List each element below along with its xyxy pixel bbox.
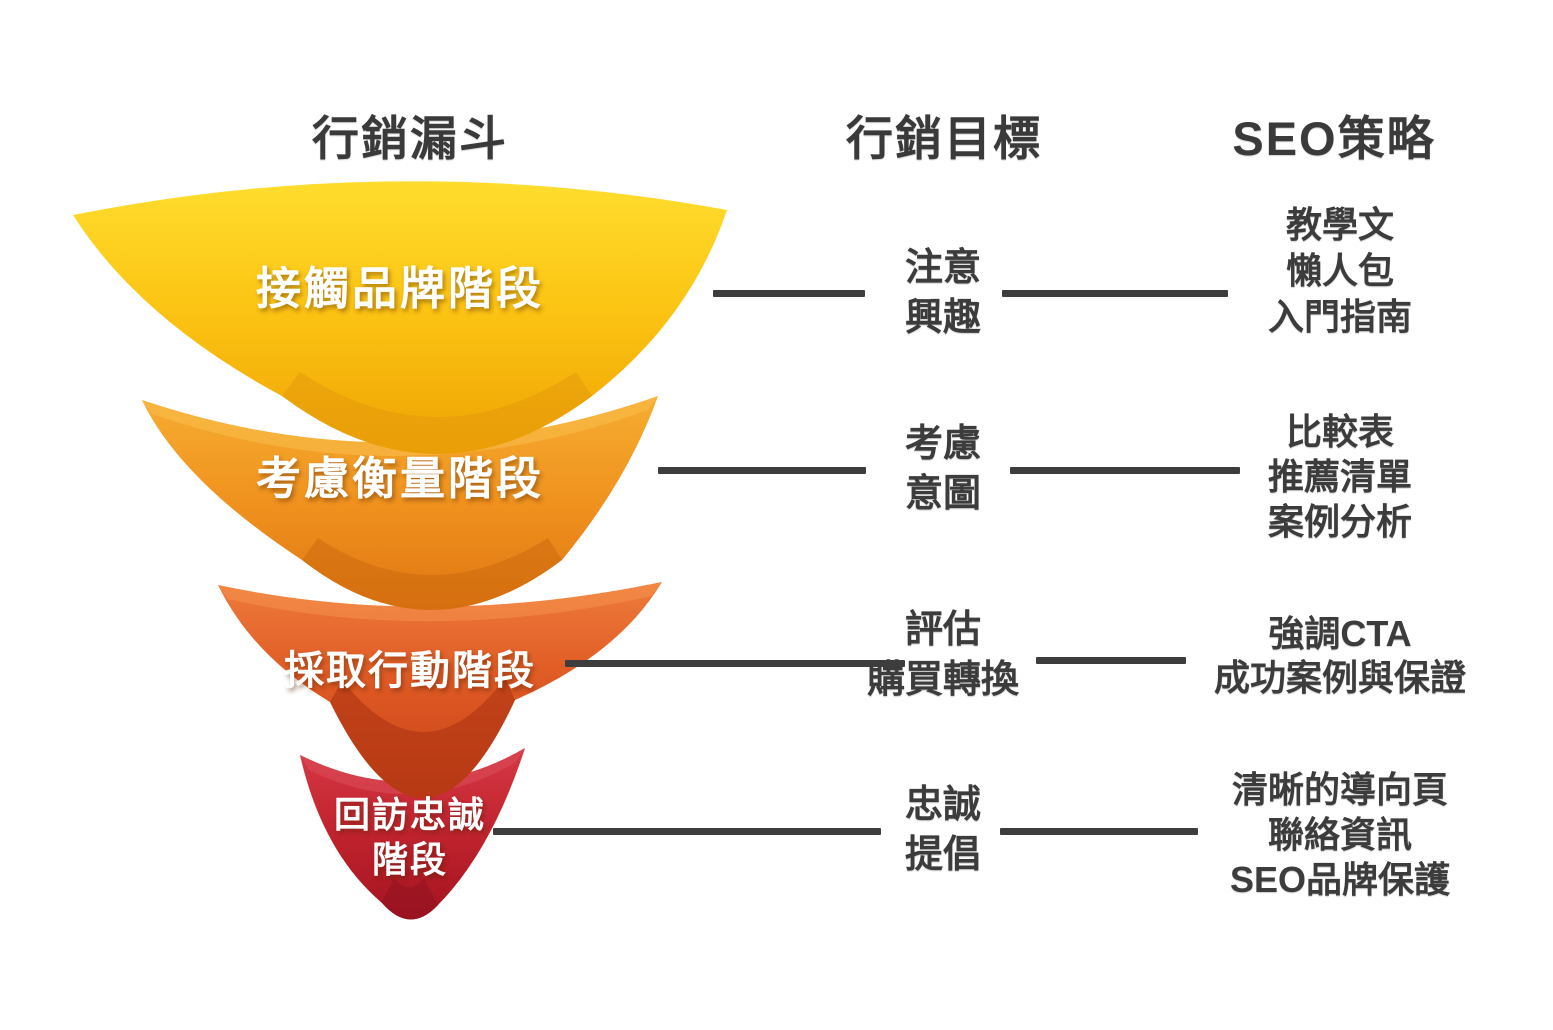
strategy-3-line2: 成功案例與保證 <box>1213 657 1466 698</box>
seo-column-header: SEO策略 <box>1232 112 1436 165</box>
goal-4-line2: 提倡 <box>904 834 981 876</box>
strategy-1-line3: 入門指南 <box>1267 296 1412 337</box>
goal-4: 忠誠 提倡 <box>818 780 1068 880</box>
goal-4-line1: 忠誠 <box>904 784 981 826</box>
strategy-1-line2: 懶人包 <box>1285 250 1394 291</box>
strategy-3: 強調CTA 成功案例與保證 <box>1165 612 1515 700</box>
connector-line-goal1-strategy <box>1002 290 1228 297</box>
goal-3: 評估 購買轉換 <box>818 605 1068 705</box>
strategy-2-line1: 比較表 <box>1285 411 1394 452</box>
goal-1-line1: 注意 <box>904 247 981 289</box>
strategy-4-line2: 聯絡資訊 <box>1267 814 1412 855</box>
strategy-2-line3: 案例分析 <box>1267 501 1412 542</box>
connector-line-goal4-strategy <box>1000 828 1198 835</box>
funnel-column-header: 行銷漏斗 <box>312 112 508 165</box>
connector-line-stage4-goal <box>493 828 881 835</box>
strategy-4-line1: 清晰的導向頁 <box>1231 769 1448 810</box>
strategy-1: 教學文 懶人包 入門指南 <box>1165 202 1515 340</box>
goal-2: 考慮 意圖 <box>818 419 1068 519</box>
strategy-3-line1: 強調CTA <box>1268 613 1412 654</box>
funnel-stage-1-shape <box>73 181 727 454</box>
funnel-stage-2-shape <box>142 396 658 610</box>
stage-4-label: 回訪忠誠 階段 <box>260 792 560 882</box>
stage-1-label: 接觸品牌階段 <box>255 263 544 314</box>
goal-3-line1: 評估 <box>904 609 981 651</box>
strategy-4: 清晰的導向頁 聯絡資訊 SEO品牌保護 <box>1165 767 1515 902</box>
goals-column-header: 行銷目標 <box>846 112 1042 165</box>
goal-1-line2: 興趣 <box>904 297 981 339</box>
goal-2-line1: 考慮 <box>904 423 981 465</box>
connector-line-goal3-strategy <box>1036 657 1186 664</box>
goal-1: 注意 興趣 <box>818 243 1068 343</box>
connector-line-stage2-goal <box>658 467 866 474</box>
strategy-2: 比較表 推薦清單 案例分析 <box>1165 409 1515 544</box>
connector-line-stage1-goal <box>713 290 865 297</box>
funnel-stage-3-shape <box>218 582 662 799</box>
stage-3-label: 採取行動階段 <box>284 649 536 693</box>
stage-2-label: 考慮衡量階段 <box>255 453 544 504</box>
goal-2-line2: 意圖 <box>904 473 981 515</box>
strategy-2-line2: 推薦清單 <box>1267 456 1412 497</box>
stage-4-label-line2: 階段 <box>371 839 448 880</box>
connector-line-goal2-strategy <box>1010 467 1240 474</box>
strategy-1-line1: 教學文 <box>1285 204 1394 245</box>
stage-4-label-line1: 回訪忠誠 <box>333 794 486 835</box>
strategy-4-line3: SEO品牌保護 <box>1229 859 1451 900</box>
connector-line-stage3-goal <box>565 660 905 667</box>
funnel-stage-4-shape <box>300 748 525 920</box>
